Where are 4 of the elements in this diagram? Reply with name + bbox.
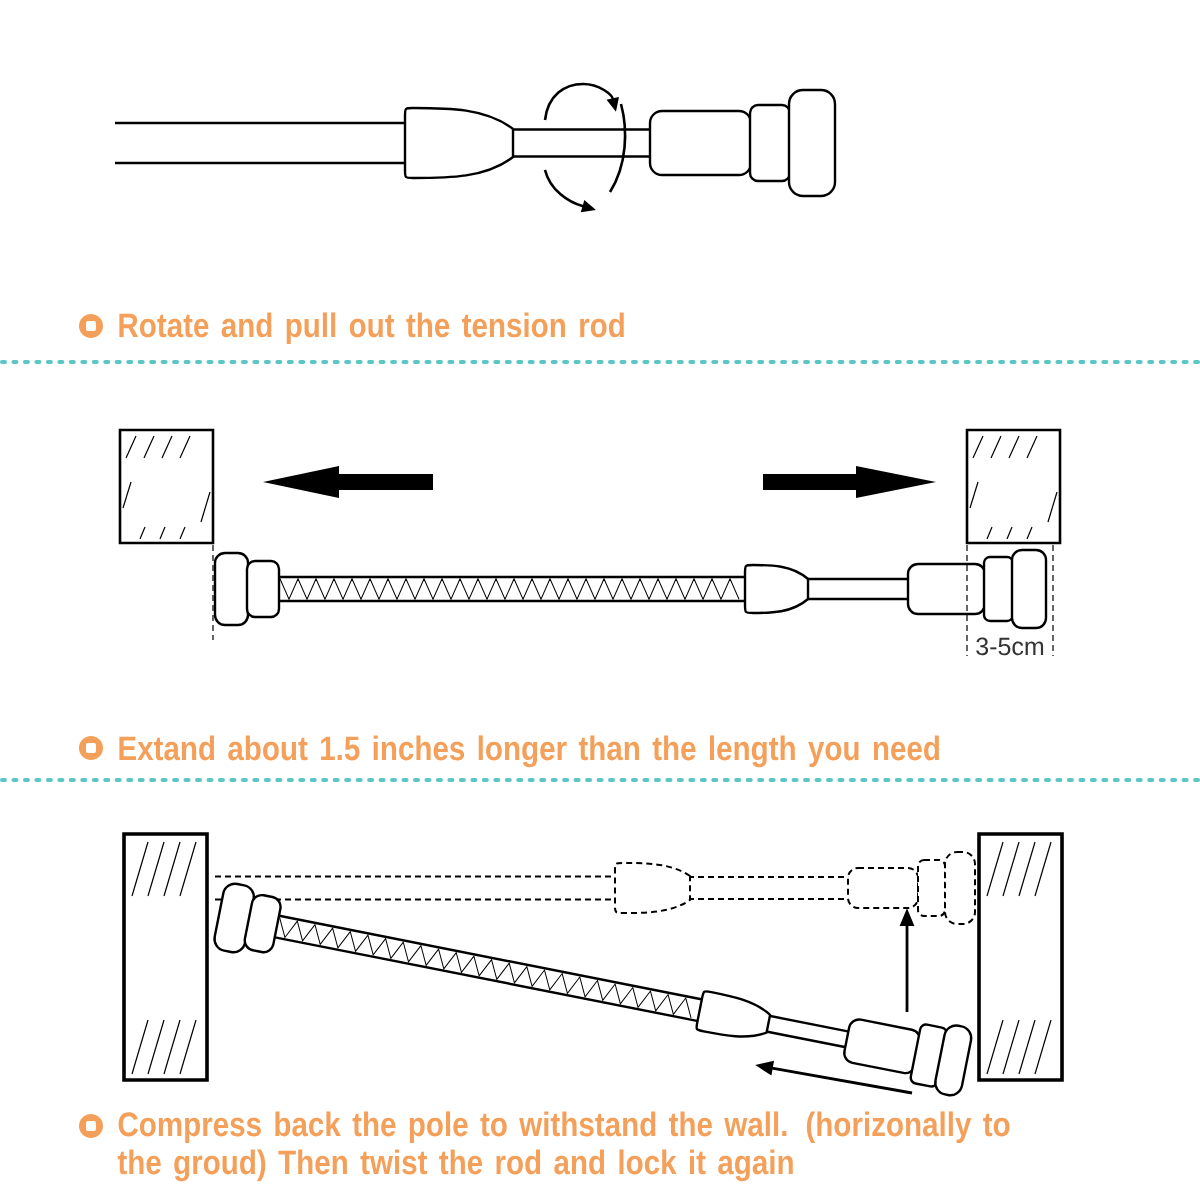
step-caption: Compress back the pole to withstand the wall. (horizonally to the groud) Then twist the rod and lock it again — [117, 1111, 1010, 1182]
step-caption: Rotate and pull out the tension rod — [119, 312, 624, 345]
step-caption: Extand about 1.5 inches longer than the length you need — [119, 735, 939, 768]
dimension-label: 3-5cm — [976, 637, 1044, 656]
